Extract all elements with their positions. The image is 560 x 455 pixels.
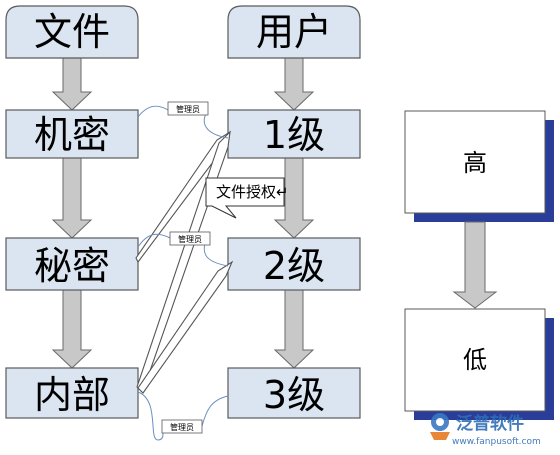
arrow-user-to-level1 [273,57,315,111]
authorization-callout: 文件授权↵ [205,177,289,219]
legend-low-box [404,308,546,412]
user-column-arrows [273,57,315,369]
file-header-text: 文件 [34,10,110,54]
user-level-2-text: 2级 [263,244,325,288]
file-level-neibu: 内部 [5,367,139,419]
connector-mimi-admin [137,233,171,248]
user-header-box: 用户 [227,5,361,59]
admin-label-3-text: 管理员 [170,422,194,432]
arrow-neibu-to-level1 [136,130,231,392]
user-level-3: 3级 [227,367,361,419]
admin-label-3: 管理员 [161,419,203,434]
arrow-file-to-jimi [51,57,93,111]
legend: 高 低 [404,110,554,420]
file-level-neibu-text: 内部 [34,373,110,417]
arrow-mimi-to-level1 [135,130,232,264]
watermark-brand: 泛普软件 [456,413,524,434]
user-level-3-text: 3级 [263,373,325,417]
authorization-callout-text: 文件授权↵ [216,183,289,201]
arrow-neibu-to-level2 [137,260,234,394]
watermark-url: www.fanpusoft.com [452,437,541,447]
user-level-2: 2级 [227,237,361,291]
admin-label-1: 管理员 [167,101,209,116]
authorization-arrows [135,130,234,394]
watermark-logo-icon [430,413,450,440]
connector-neibu-admin [137,391,164,441]
legend-arrow [452,221,498,309]
file-level-mimi-text: 秘密 [34,244,110,288]
legend-high-box [404,110,546,214]
arrow-level2-to-level3 [273,289,315,369]
legend-high-text: 高 [463,149,487,177]
file-level-jimi-text: 机密 [34,113,110,157]
admin-label-1-text: 管理员 [176,104,200,114]
user-level-1-text: 1级 [263,113,325,157]
file-level-mimi: 秘密 [5,237,139,291]
file-column-arrows [51,57,93,369]
watermark: 泛普软件 www.fanpusoft.com [430,413,541,447]
user-level-1: 1级 [227,109,361,159]
connector-jimi-admin [137,105,169,118]
arrow-mimi-to-neibu [51,289,93,369]
arrow-level1-to-level2 [273,157,315,239]
admin-label-2: 管理员 [169,231,211,246]
file-level-jimi: 机密 [5,109,139,159]
legend-low-text: 低 [463,346,487,374]
file-header-box: 文件 [5,5,139,59]
connector-admin-level3 [201,395,229,427]
user-header-text: 用户 [256,10,332,54]
arrow-jimi-to-mimi [51,157,93,239]
admin-label-2-text: 管理员 [178,234,202,244]
